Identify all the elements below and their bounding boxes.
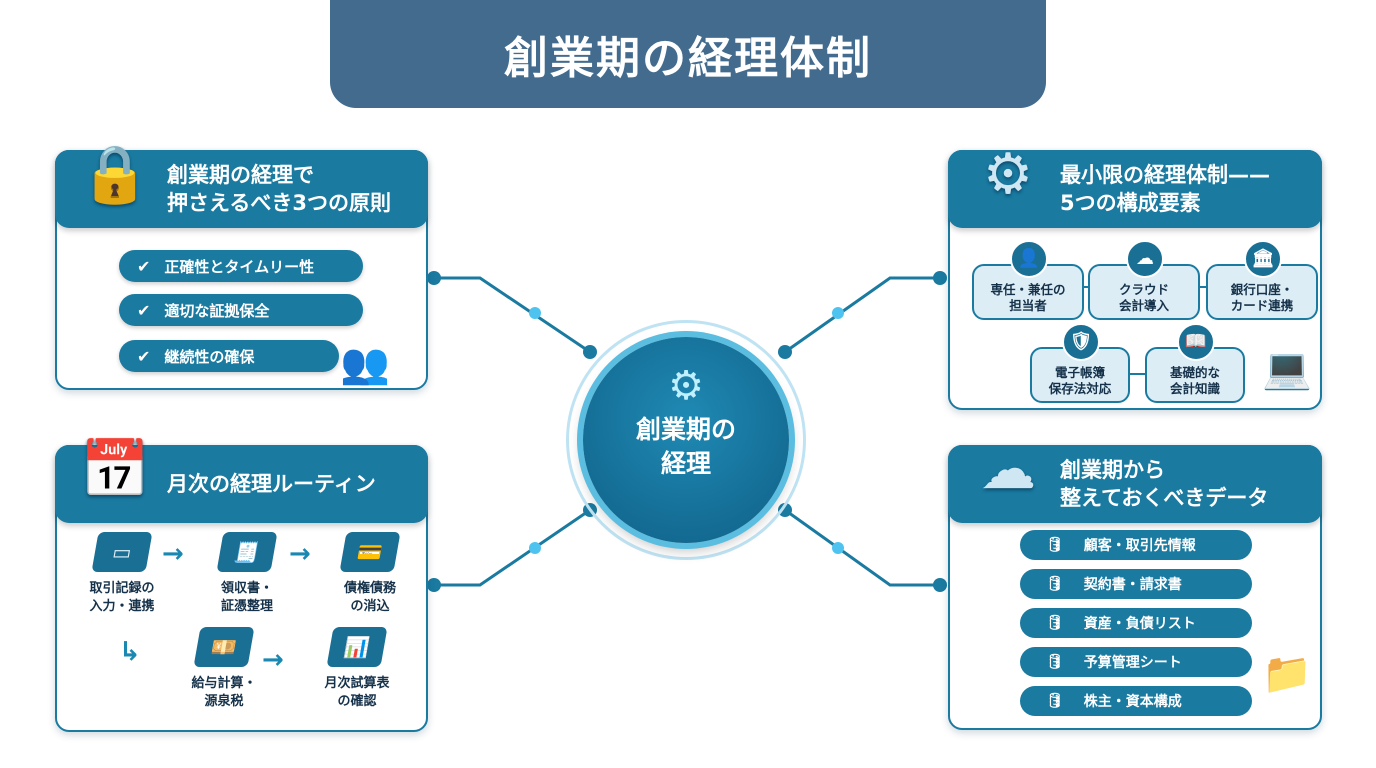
step-label: 入力・連携	[89, 598, 155, 614]
data-item: 🛢 予算管理シート	[1020, 647, 1252, 677]
structure-panel: 最小限の経理体制—— 5つの構成要素 ⚙ 👤 専任・兼任の担当者 ☁ クラウド会計導入…	[948, 142, 1322, 410]
data-item: 🛢 顧客・取引先情報	[1020, 530, 1252, 560]
document-shield-icon: 🛡	[1062, 323, 1100, 361]
principle-item: ✔ 正確性とタイムリー性	[119, 250, 363, 282]
structure-title-2: 5つの構成要素	[1060, 191, 1201, 215]
data-item: 🛢 契約書・請求書	[1020, 569, 1252, 599]
gear-wrench-icon: ⚙	[982, 141, 1034, 207]
center-hub: ⚙ 創業期の 経理	[583, 337, 789, 543]
gear-chart-icon: ⚙	[668, 363, 704, 409]
arrow-down-right-icon: ↳	[119, 637, 141, 667]
element-node: 🛡 電子帳簿保存法対応	[1030, 323, 1130, 403]
step-label: 領収書・	[220, 581, 273, 596]
data-label: 顧客・取引先情報	[1083, 538, 1196, 554]
routine-step: 💳 債権債務の消込	[315, 532, 425, 615]
element-node: 👤 専任・兼任の担当者	[972, 240, 1084, 320]
arrow-right-icon: →	[162, 539, 184, 569]
routine-title: 月次の経理ルーティン	[167, 471, 376, 496]
database-icon: 🛢	[1046, 693, 1064, 709]
routine-step: 💴 給与計算・源泉税	[169, 627, 279, 710]
data-item: 🛢 資産・負債リスト	[1020, 608, 1252, 638]
node-label: 会計導入	[1118, 298, 1169, 314]
center-label-2: 経理	[660, 448, 711, 478]
center-ring	[566, 320, 806, 560]
principles-title-1: 創業期の経理で	[167, 162, 314, 187]
page-title: 創業期の経理体制	[330, 0, 1046, 108]
arrow-right-icon: →	[289, 539, 311, 569]
node-label: 担当者	[1009, 298, 1047, 314]
step-label: 給与計算・	[191, 676, 257, 691]
routine-panel: 月次の経理ルーティン 📅 ▭ 取引記録の入力・連携 → 🧾 領収書・証憑整理 → 💳…	[55, 437, 428, 732]
structure-header: 最小限の経理体制—— 5つの構成要素	[948, 150, 1322, 228]
node-label: 会計知識	[1169, 381, 1220, 397]
calendar-clock-icon: 📅	[80, 437, 150, 502]
routine-header: 月次の経理ルーティン	[55, 445, 428, 523]
principle-label: 継続性の確保	[164, 347, 255, 366]
report-chart-icon: 📊	[326, 627, 388, 667]
people-presentation-illustration: 👥	[340, 341, 390, 387]
person-icon: 👤	[1010, 240, 1048, 278]
book-icon: 📖	[1177, 323, 1215, 361]
step-label: の確認	[337, 693, 377, 709]
node-label: 電子帳簿	[1054, 365, 1105, 380]
element-node: 📖 基礎的な会計知識	[1145, 323, 1245, 403]
receipt-icon: 🧾	[216, 532, 278, 572]
node-label: クラウド	[1118, 282, 1169, 297]
element-node: 🏛 銀行口座・カード連携	[1206, 240, 1318, 320]
check-icon: ✔	[137, 256, 151, 276]
principles-title-2: 押さえるべき3つの原則	[167, 191, 391, 215]
office-workers-illustration: 💻	[1262, 346, 1312, 392]
data-item: 🛢 株主・資本構成	[1020, 686, 1252, 716]
principle-label: 適切な証拠保全	[164, 301, 270, 320]
center-label-1: 創業期の	[635, 415, 736, 444]
routine-step: 🧾 領収書・証憑整理	[192, 532, 302, 615]
step-label: の消込	[350, 598, 390, 614]
people-files-illustration: 📁	[1262, 651, 1312, 697]
step-label: 源泉税	[204, 693, 244, 709]
element-node: ☁ クラウド会計導入	[1088, 240, 1200, 320]
cloud-monitor-icon: ☁	[1126, 240, 1164, 278]
bank-card-icon: 🏛	[1244, 240, 1282, 278]
step-label: 取引記録の	[89, 581, 155, 596]
database-icon: 🛢	[1046, 576, 1064, 592]
check-icon: ✔	[137, 300, 151, 320]
node-label: カード連携	[1230, 298, 1294, 314]
principle-item: ✔ 適切な証拠保全	[119, 294, 363, 326]
cloud-database-icon: ☁	[980, 436, 1036, 502]
data-label: 資産・負債リスト	[1083, 616, 1196, 632]
database-icon: 🛢	[1046, 615, 1064, 631]
monitor-icon: ▭	[91, 532, 153, 572]
routine-step: ▭ 取引記録の入力・連携	[67, 532, 177, 615]
routine-step: 📊 月次試算表の確認	[302, 627, 412, 710]
data-header: 創業期から整えておくべきデータ	[948, 445, 1322, 523]
database-icon: 🛢	[1046, 537, 1064, 553]
step-label: 債権債務	[343, 581, 396, 596]
lock-check-icon: 🔒	[80, 142, 150, 207]
principles-panel: 創業期の経理で押さえるべき3つの原則 🔒 ✔ 正確性とタイムリー性 ✔ 適切な証拠保…	[55, 142, 428, 390]
check-icon: ✔	[137, 346, 151, 366]
data-label: 株主・資本構成	[1083, 694, 1182, 710]
step-label: 月次試算表	[324, 676, 390, 691]
data-label: 予算管理シート	[1083, 655, 1182, 671]
database-icon: 🛢	[1046, 654, 1064, 670]
data-title-1: 創業期から	[1060, 457, 1165, 482]
card-icon: 💳	[339, 532, 401, 572]
money-icon: 💴	[193, 627, 255, 667]
node-label: 保存法対応	[1048, 381, 1112, 397]
principle-item: ✔ 継続性の確保	[119, 340, 339, 372]
principle-label: 正確性とタイムリー性	[164, 257, 315, 276]
data-title-2: 整えておくべきデータ	[1060, 486, 1269, 510]
node-label: 専任・兼任の	[990, 282, 1066, 297]
data-label: 契約書・請求書	[1083, 577, 1182, 593]
node-label: 基礎的な	[1169, 365, 1220, 380]
arrow-right-icon: →	[262, 645, 284, 675]
structure-title-1: 最小限の経理体制——	[1060, 162, 1270, 187]
principles-header: 創業期の経理で押さえるべき3つの原則	[55, 150, 428, 228]
node-label: 銀行口座・	[1230, 282, 1294, 297]
step-label: 証憑整理	[220, 598, 273, 614]
